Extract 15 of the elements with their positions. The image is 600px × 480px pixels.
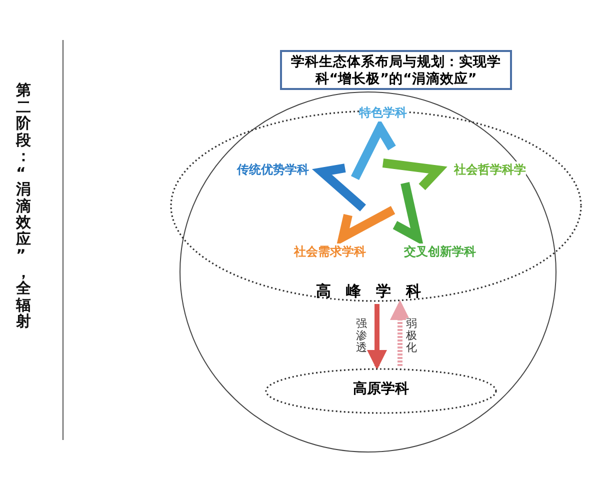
subject-label: 社会需求学科 (294, 244, 366, 260)
node-label: 高原学科 (353, 380, 409, 398)
dotted-ellipse-band (265, 368, 497, 414)
node-label: 高峰学科 (316, 282, 436, 301)
subject-label: 特色学科 (359, 104, 407, 122)
arrow (367, 304, 387, 370)
title-box (280, 50, 512, 90)
stage-heading: 第二阶段：“涓滴效应”，全辐射 (16, 82, 31, 330)
subject-label: 社会哲学科学 (454, 162, 526, 178)
subject-label: 传统优势学科 (237, 162, 309, 178)
edge-label: 强渗透 (356, 318, 367, 354)
node-label: 学科生态体系布局与规划：实现学科“增长极”的“涓滴效应” (290, 54, 502, 88)
arrow (390, 300, 410, 366)
subject-label: 交叉创新学科 (404, 244, 476, 260)
edge-label: 弱极化 (406, 318, 417, 354)
